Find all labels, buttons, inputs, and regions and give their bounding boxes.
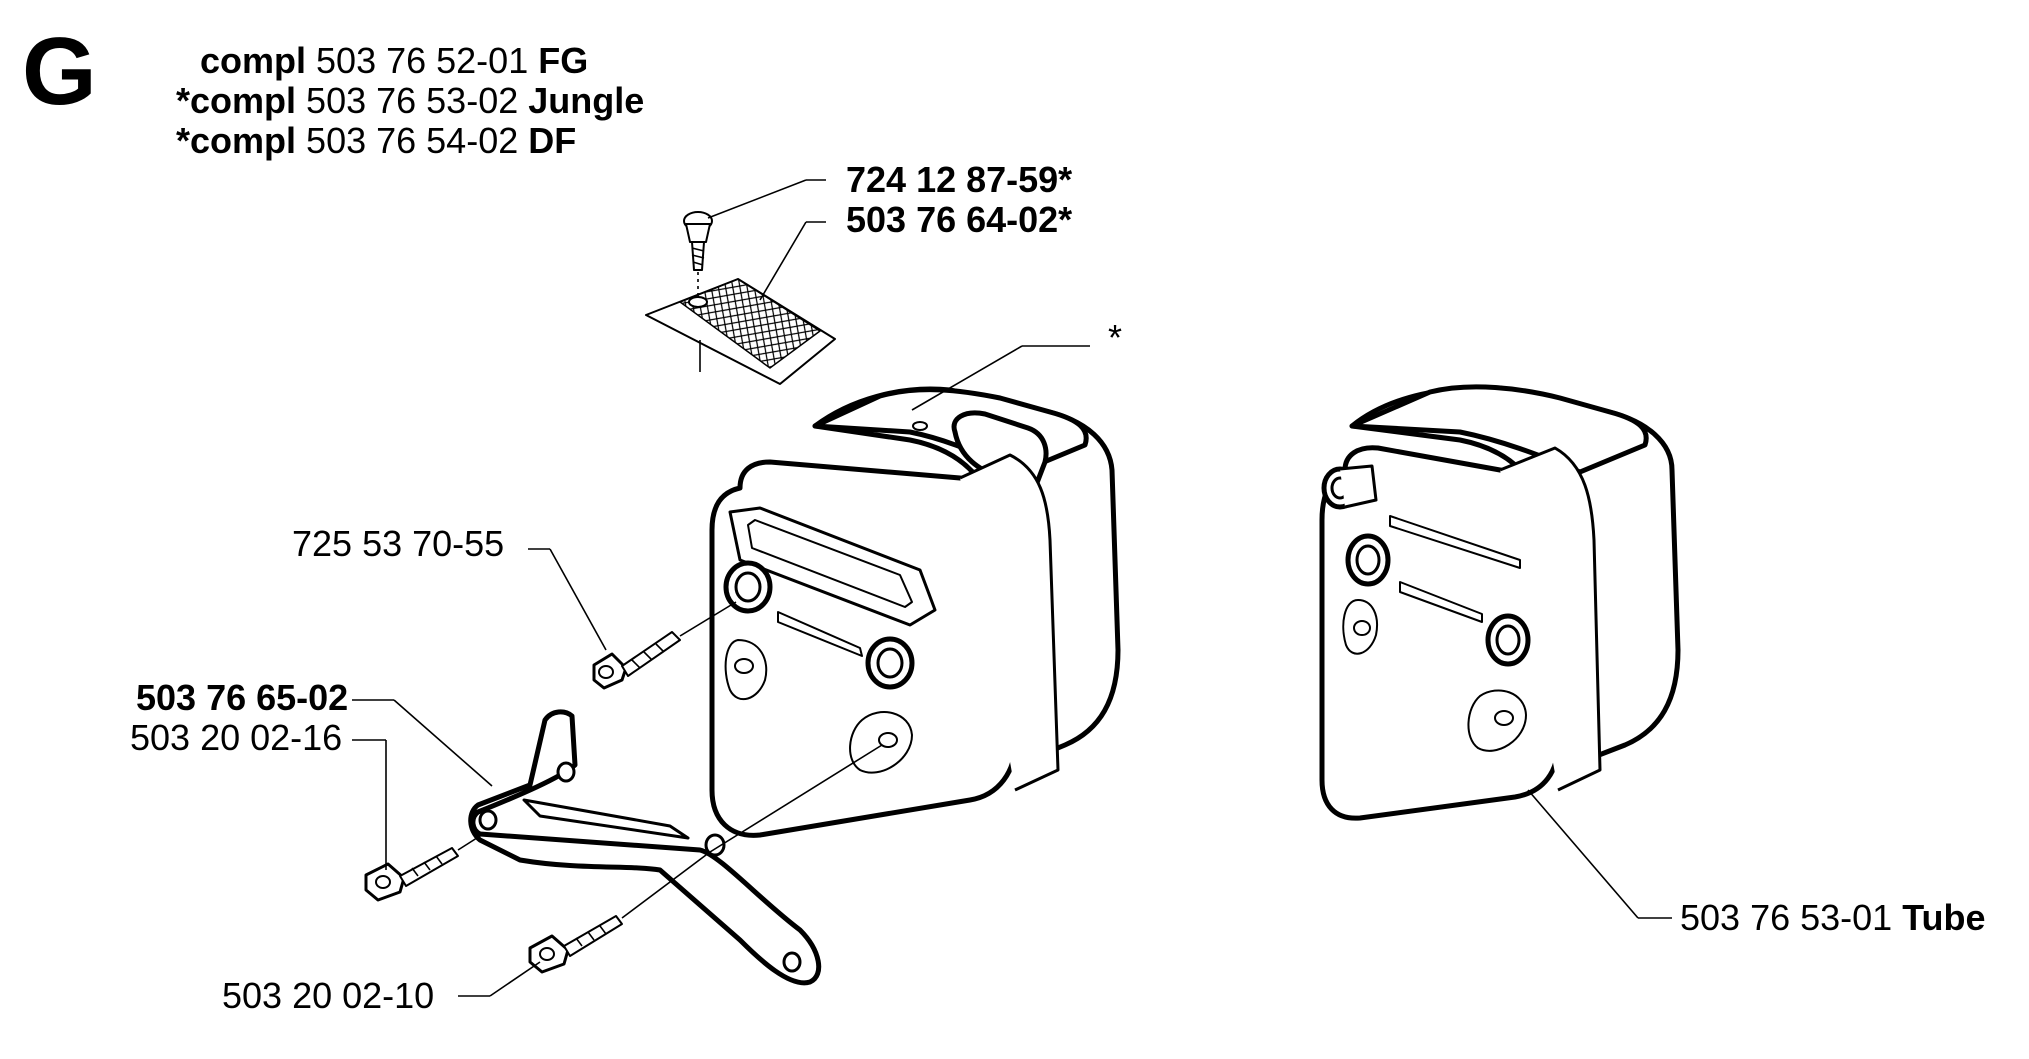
- tube-muffler-drawing: [1319, 384, 1681, 821]
- bolt-left-drawing: [364, 835, 481, 902]
- header-line-2: *compl 503 76 53-02 Jungle: [176, 80, 644, 121]
- header-line-1: compl 503 76 52-01 FG: [200, 40, 588, 81]
- header-line-3: *compl 503 76 54-02 DF: [176, 120, 576, 161]
- spark-screen-drawing: [645, 278, 836, 385]
- callout-bolt-upper: 725 53 70-55: [292, 523, 504, 564]
- leader-lines: [352, 179, 1672, 997]
- callout-tube: 503 76 53-01 Tube: [1680, 897, 1986, 938]
- bolt-upper-drawing: [592, 601, 737, 690]
- callout-bracket: 503 76 65-02: [136, 677, 348, 718]
- callout-bolt-lower: 503 20 02-10: [222, 975, 434, 1016]
- callout-bolt-left: 503 20 02-16: [130, 717, 342, 758]
- callout-star-note: *: [1108, 317, 1122, 358]
- callout-spark-screen: 503 76 64-02*: [846, 199, 1072, 240]
- bracket-drawing: [468, 709, 822, 986]
- small-screw-drawing: [683, 211, 713, 302]
- muffler-drawing: [709, 386, 1121, 838]
- section-letter: G: [22, 18, 97, 125]
- callout-screw-top: 724 12 87-59*: [846, 159, 1072, 200]
